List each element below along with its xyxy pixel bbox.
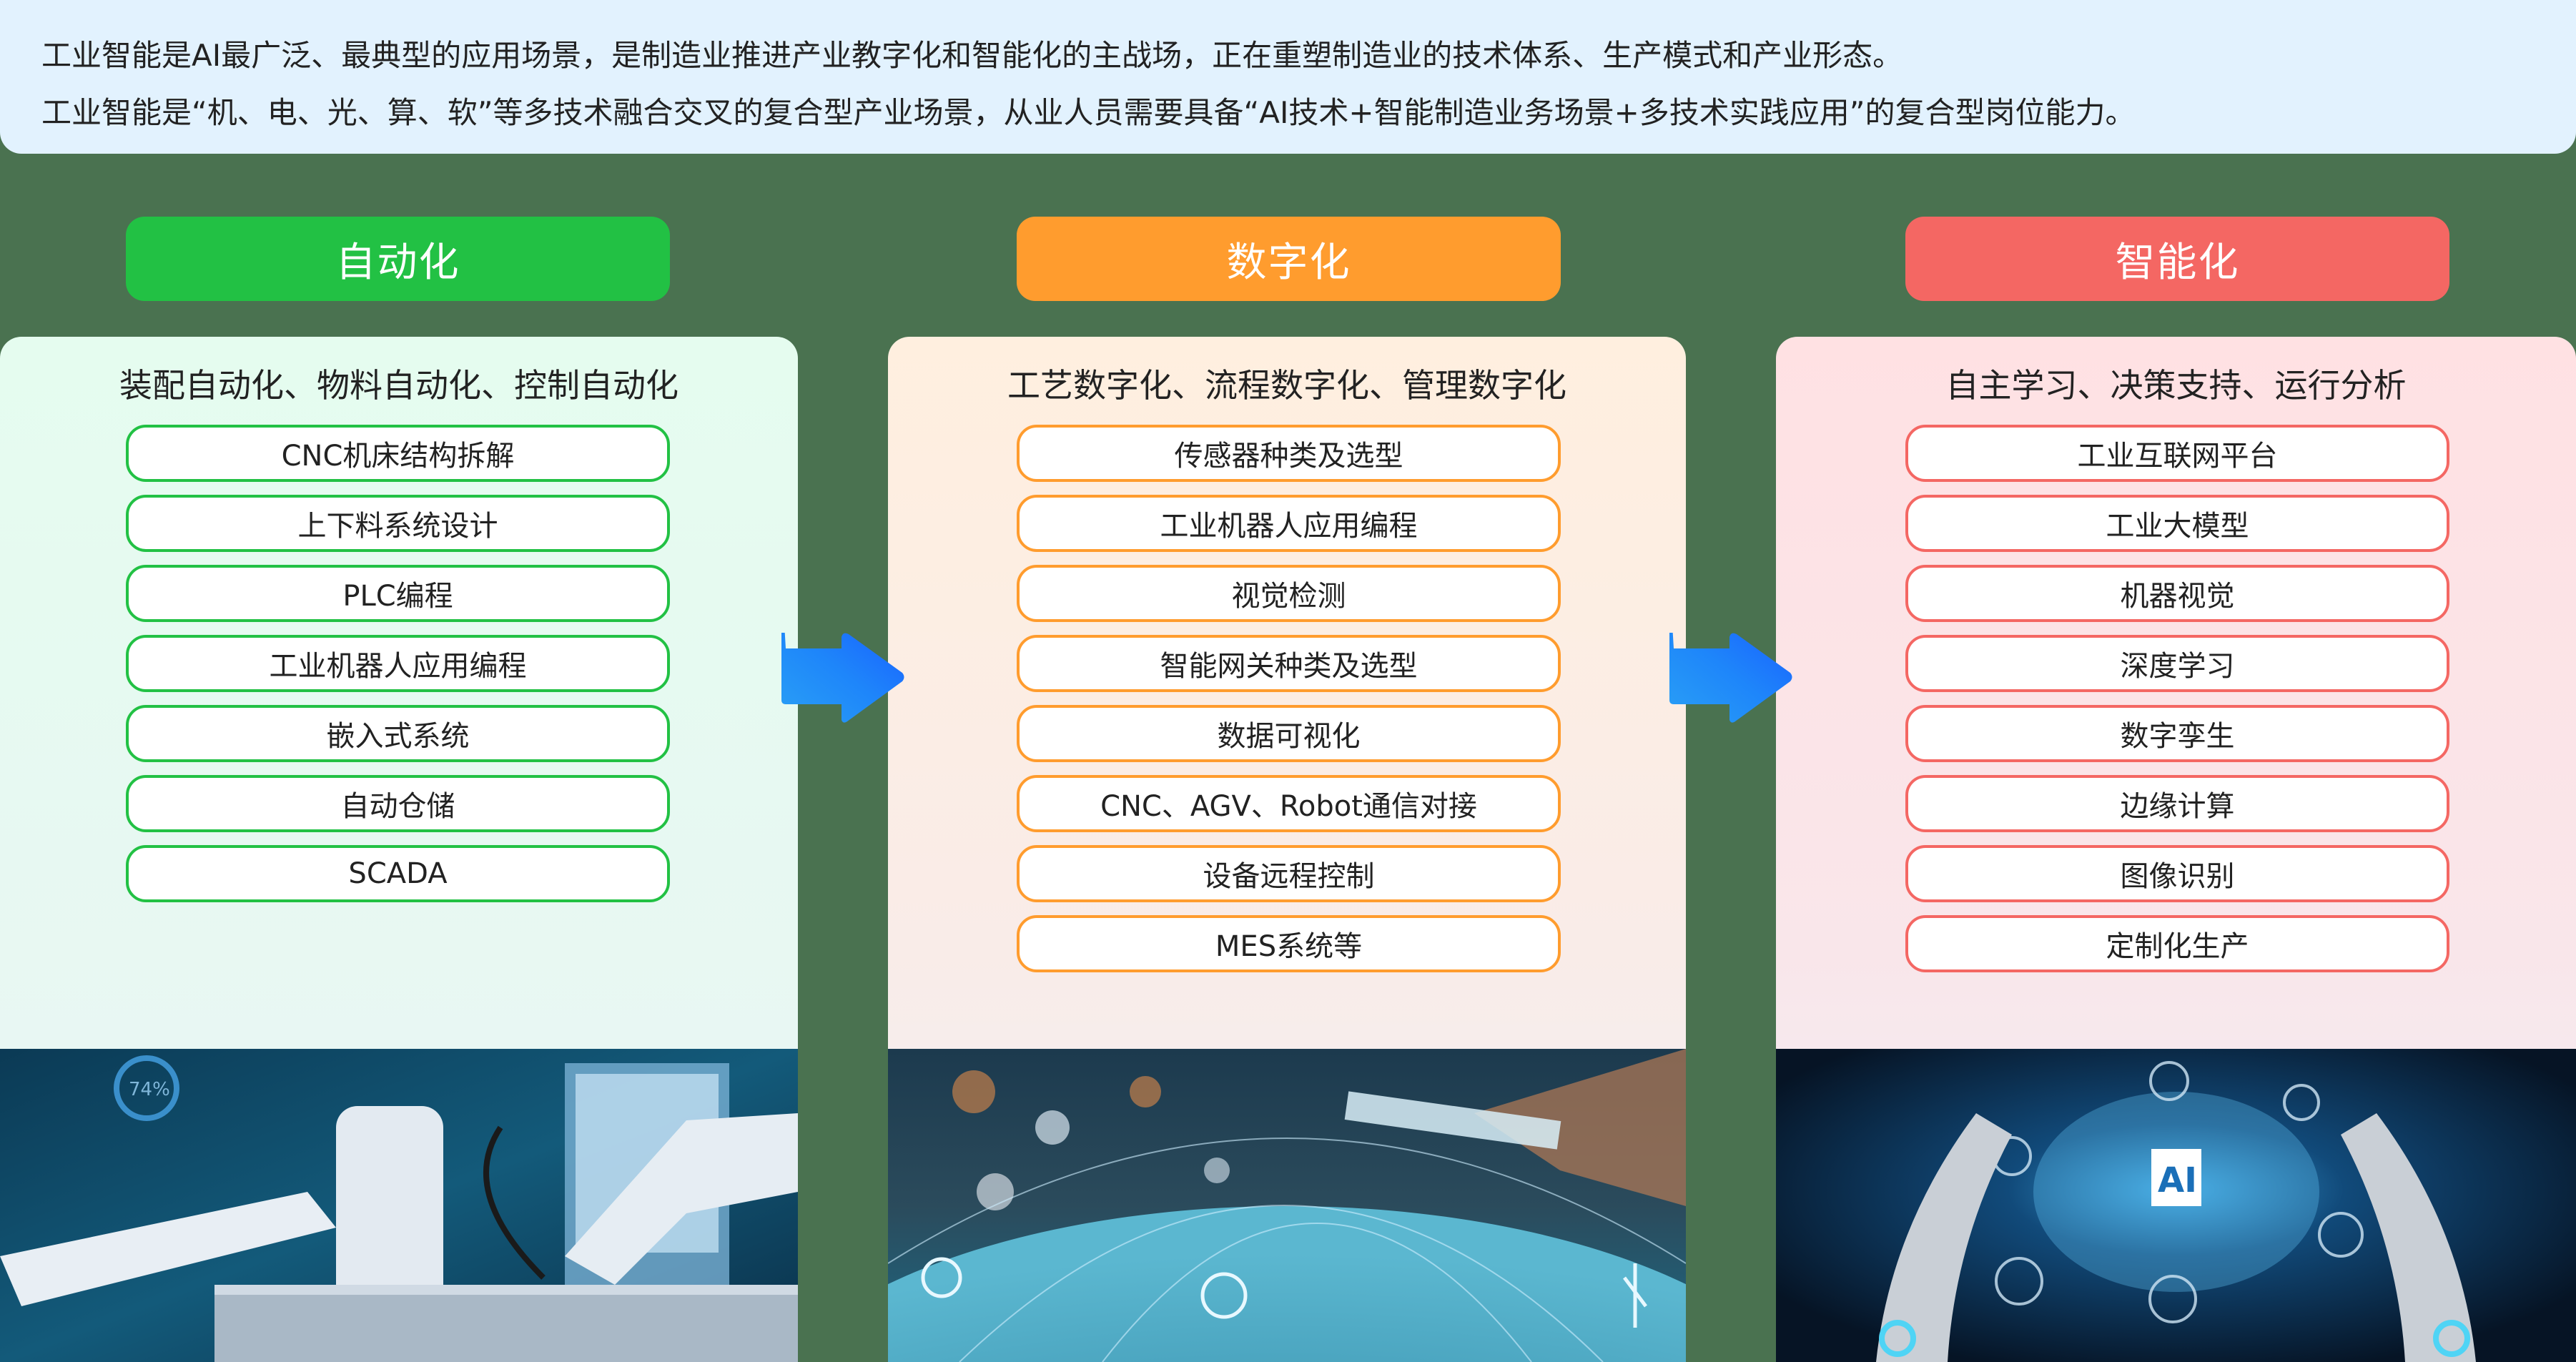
skill-list: CNC机床结构拆解 上下料系统设计 PLC编程 工业机器人应用编程 嵌入式系统 … — [126, 425, 670, 915]
stage-panel-automation: 装配自动化、物料自动化、控制自动化 CNC机床结构拆解 上下料系统设计 PLC编… — [0, 337, 798, 1362]
skill-list: 工业互联网平台 工业大模型 机器视觉 深度学习 数字孪生 边缘计算 图像识别 定… — [1905, 425, 2449, 985]
skill-item: CNC机床结构拆解 — [126, 425, 670, 482]
intro-banner: 工业智能是AI最广泛、最典型的应用场景，是制造业推进产业教字化和智能化的主战场，… — [0, 0, 2576, 154]
intro-line-1: 工业智能是AI最广泛、最典型的应用场景，是制造业推进产业教字化和智能化的主战场，… — [41, 38, 1903, 73]
digital-globe-network-photo — [888, 1049, 1686, 1362]
skill-item: 自动仓储 — [126, 775, 670, 832]
svg-text:AI: AI — [2158, 1160, 2197, 1200]
skill-item: 边缘计算 — [1905, 775, 2449, 832]
skill-item: 定制化生产 — [1905, 915, 2449, 972]
stage-header-intelligence: 智能化 — [1905, 217, 2449, 301]
skill-item: 深度学习 — [1905, 635, 2449, 692]
skill-item: PLC编程 — [126, 565, 670, 622]
skill-item: MES系统等 — [1017, 915, 1561, 972]
stage-subtitle: 自主学习、决策支持、运行分析 — [1945, 366, 2407, 405]
skill-item: 工业机器人应用编程 — [126, 635, 670, 692]
stage-header-automation: 自动化 — [126, 217, 670, 301]
skill-item: 智能网关种类及选型 — [1017, 635, 1561, 692]
skill-item: 上下料系统设计 — [126, 495, 670, 552]
skill-item: 工业大模型 — [1905, 495, 2449, 552]
skill-item: 数字孪生 — [1905, 705, 2449, 762]
skill-item: 视觉检测 — [1017, 565, 1561, 622]
skill-item: 嵌入式系统 — [126, 705, 670, 762]
skill-item: 机器视觉 — [1905, 565, 2449, 622]
stage-subtitle: 装配自动化、物料自动化、控制自动化 — [119, 366, 678, 405]
intro-line-2: 工业智能是“机、电、光、算、软”等多技术融合交叉的复合型产业场景，从业人员需要具… — [41, 95, 2136, 130]
skill-item: 工业机器人应用编程 — [1017, 495, 1561, 552]
skill-item: 传感器种类及选型 — [1017, 425, 1561, 482]
ai-brain-robot-hands-photo: AI — [1776, 1049, 2576, 1362]
industrial-robot-arms-photo: 74% — [0, 1049, 798, 1362]
skill-item: 数据可视化 — [1017, 705, 1561, 762]
stage-subtitle: 工艺数字化、流程数字化、管理数字化 — [1007, 366, 1566, 405]
skill-item: SCADA — [126, 845, 670, 902]
stage-panel-intelligence: 自主学习、决策支持、运行分析 工业互联网平台 工业大模型 机器视觉 深度学习 数… — [1776, 337, 2576, 1362]
stage-panel-digitalization: 工艺数字化、流程数字化、管理数字化 传感器种类及选型 工业机器人应用编程 视觉检… — [888, 337, 1686, 1362]
flow-arrow-icon — [1668, 624, 1794, 723]
skill-list: 传感器种类及选型 工业机器人应用编程 视觉检测 智能网关种类及选型 数据可视化 … — [1017, 425, 1561, 985]
skill-item: 设备远程控制 — [1017, 845, 1561, 902]
skill-item: CNC、AGV、Robot通信对接 — [1017, 775, 1561, 832]
stage-header-digitalization: 数字化 — [1017, 217, 1561, 301]
svg-text:74%: 74% — [129, 1079, 170, 1100]
skill-item: 工业互联网平台 — [1905, 425, 2449, 482]
skill-item: 图像识别 — [1905, 845, 2449, 902]
flow-arrow-icon — [780, 624, 906, 723]
